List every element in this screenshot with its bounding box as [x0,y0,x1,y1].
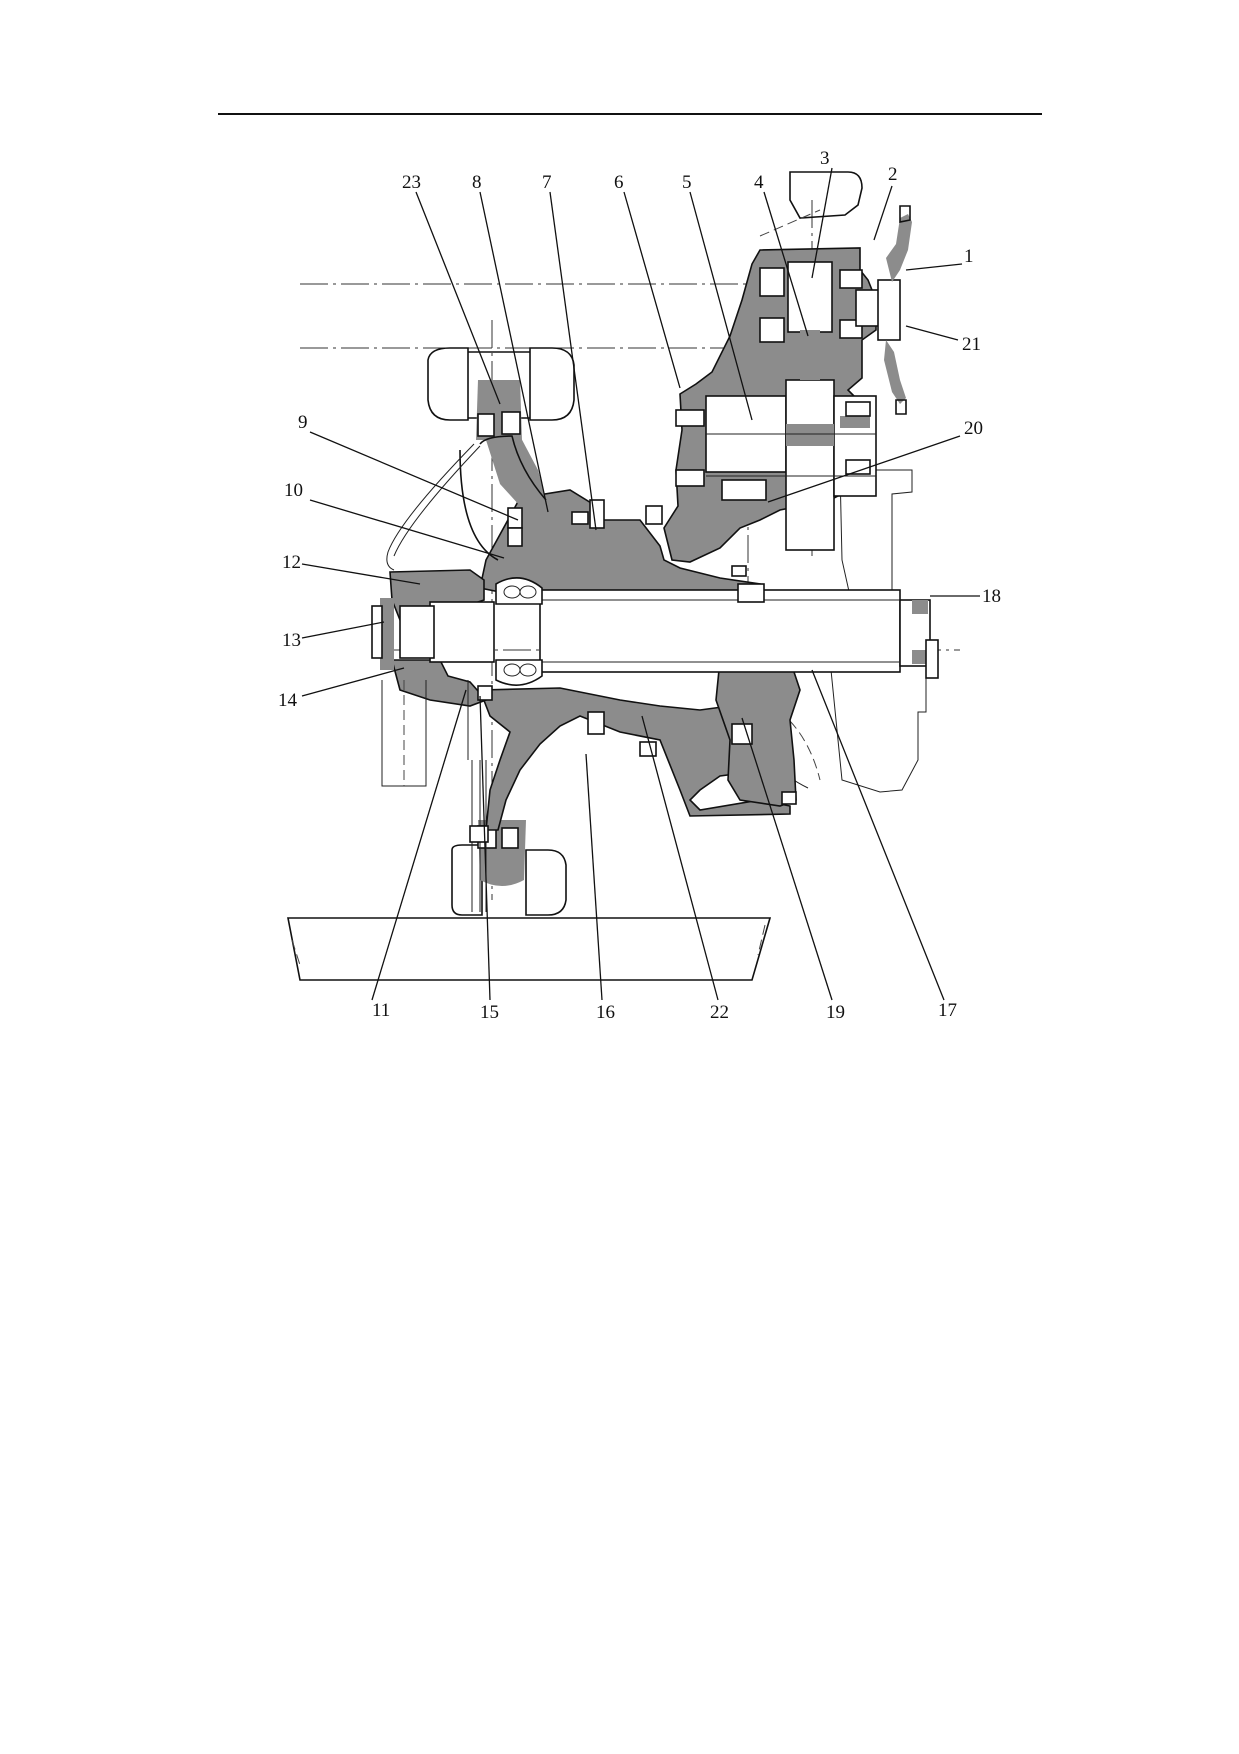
callout-17: 17 [938,1000,957,1021]
callout-14: 14 [278,690,298,711]
callout-2: 2 [888,164,898,185]
callout-labels: 1 2 3 4 5 6 7 8 9 10 11 12 13 14 15 16 1… [278,148,1001,1023]
rail-frame [287,917,772,981]
callout-23: 23 [402,172,421,193]
callout-9: 9 [298,412,308,433]
callout-16: 16 [596,1002,615,1023]
callout-10: 10 [284,480,303,501]
callout-4: 4 [754,172,764,193]
upper-wheel [427,347,575,440]
callout-leaders [301,167,980,1001]
callout-18: 18 [982,586,1001,607]
header-rule [218,113,1042,115]
callout-6: 6 [614,172,624,193]
callout-21: 21 [962,334,981,355]
callout-20: 20 [964,418,983,439]
callout-22: 22 [710,1002,729,1023]
callout-19: 19 [826,1002,845,1023]
main-shaft [539,589,939,679]
callout-1: 1 [964,246,974,267]
callout-3: 3 [820,148,830,169]
callout-13: 13 [282,630,301,651]
callout-8: 8 [472,172,482,193]
output-flange [884,205,912,415]
callout-12: 12 [282,552,301,573]
oil-pipe [386,443,481,571]
callout-5: 5 [682,172,692,193]
left-bearings [371,577,543,686]
callout-11: 11 [372,1000,390,1021]
callout-15: 15 [480,1002,499,1023]
bolts [469,499,797,843]
callout-7: 7 [542,172,552,193]
left-pedestal [381,680,469,787]
